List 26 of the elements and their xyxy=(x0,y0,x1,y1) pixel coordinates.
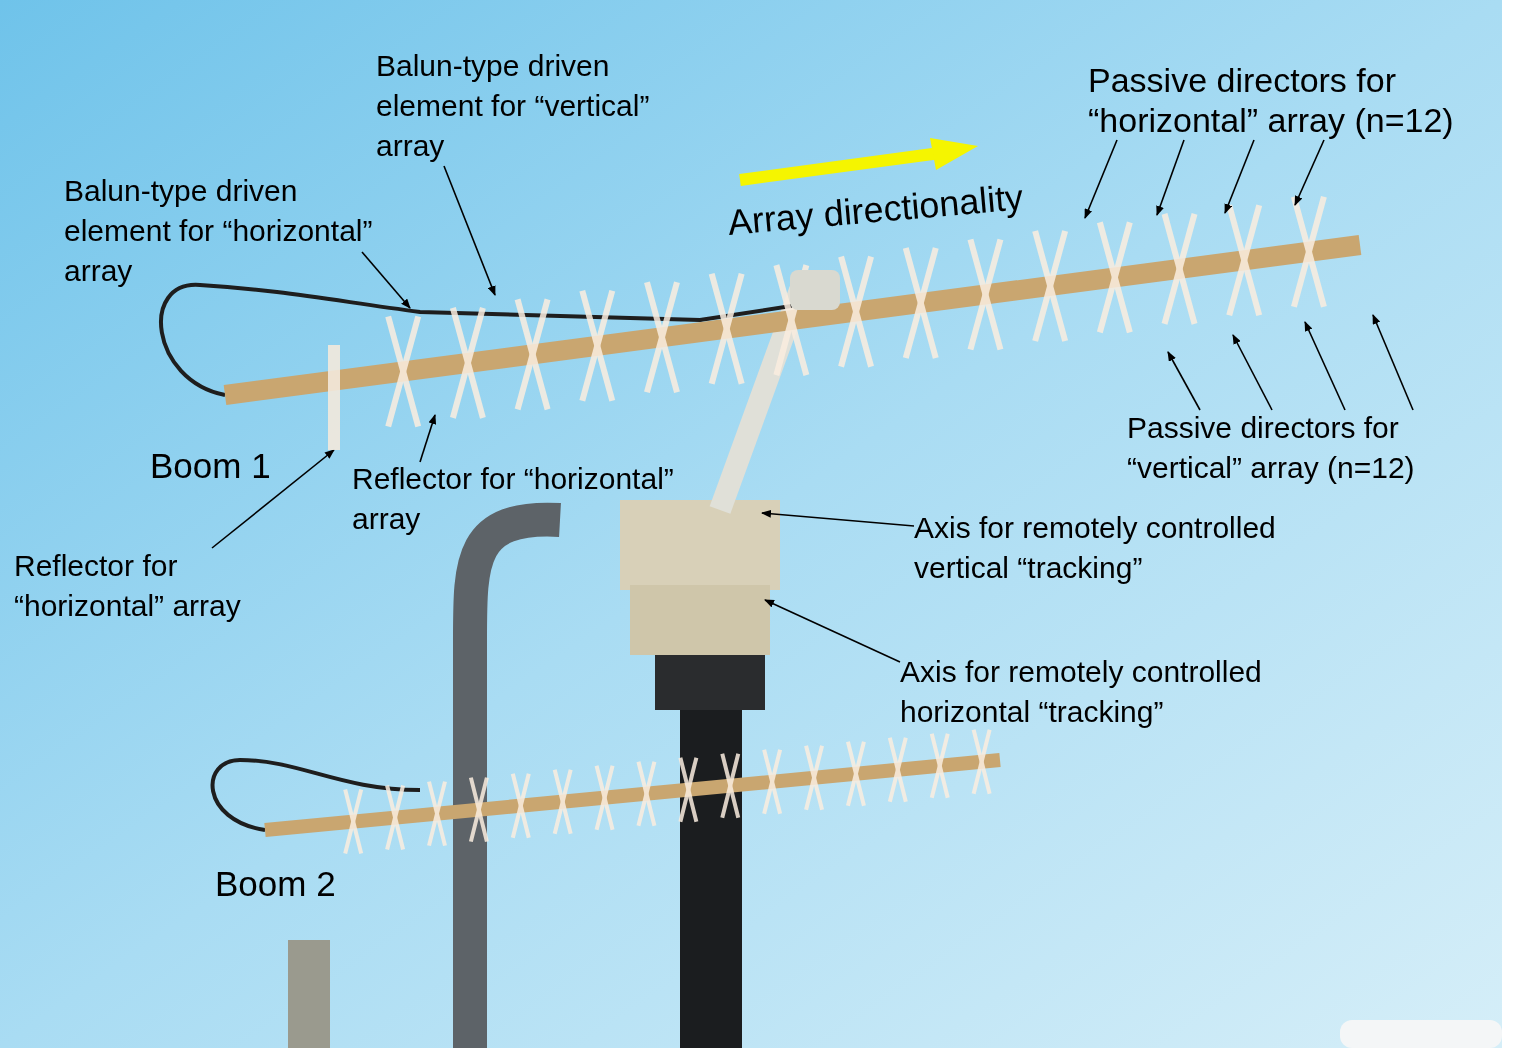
boom-label: Boom 1 xyxy=(150,445,271,487)
leader-line xyxy=(1084,139,1118,219)
leader-line xyxy=(1294,139,1325,206)
callout-label: Axis for remotely controlled horizontal “tracking” xyxy=(900,652,1312,732)
callout-label: Reflector for “horizontal” array xyxy=(14,546,280,626)
leader-line xyxy=(1304,321,1346,411)
callout-label: Passive directors for “horizontal” array (n=12) xyxy=(1088,60,1500,140)
leader-line xyxy=(1372,314,1414,411)
leader-line xyxy=(1167,351,1201,411)
leader-line xyxy=(211,449,335,549)
leader-line xyxy=(419,414,437,463)
callout-label: Reflector for “horizontal” array xyxy=(352,459,708,539)
leader-line xyxy=(361,251,411,309)
leader-line xyxy=(443,165,496,296)
leader-line xyxy=(761,509,915,527)
callout-label: Axis for remotely controlled vertical “tracking” xyxy=(914,508,1326,588)
callout-label: Balun-type driven element for “horizontal” array xyxy=(64,171,404,291)
leader-line xyxy=(1156,139,1185,216)
leader-line xyxy=(764,599,901,663)
leader-line xyxy=(1224,139,1255,214)
boom-label: Boom 2 xyxy=(215,863,336,905)
direction-label: Array directionality xyxy=(725,175,1026,245)
leader-line xyxy=(1232,334,1273,411)
callout-label: Passive directors for “vertical” array (n=12) xyxy=(1127,408,1459,488)
reflector-element xyxy=(328,345,340,450)
callout-label: Balun-type driven element for “vertical” array xyxy=(376,46,698,166)
